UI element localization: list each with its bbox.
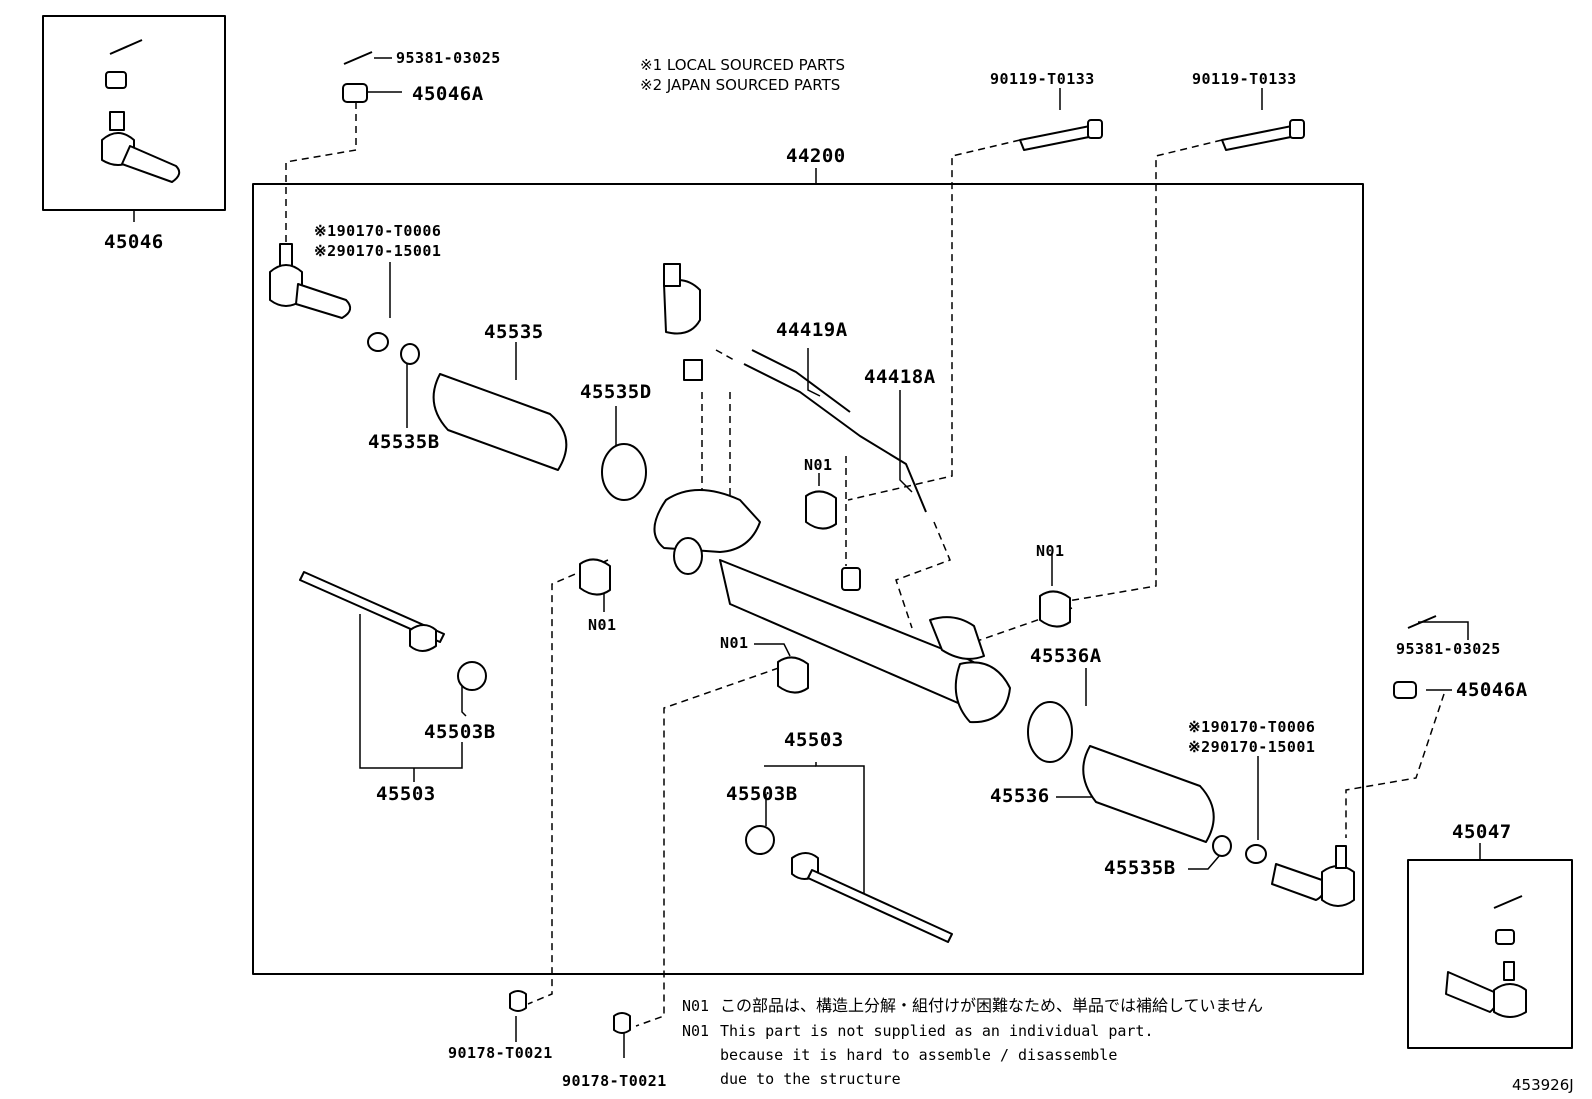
label-bracket-bolt-2[interactable]: 90178-T0021	[562, 1072, 667, 1090]
label-rod-right-washer[interactable]: 45503B	[726, 783, 798, 805]
label-rod-left[interactable]: 45503	[376, 783, 436, 805]
footnote-en-line1: This part is not supplied as an individu…	[720, 1022, 1154, 1040]
label-bolt-1[interactable]: 90119-T0133	[990, 70, 1095, 88]
label-rod-right[interactable]: 45503	[784, 729, 844, 751]
label-tie-end-right-box[interactable]: 45047	[1452, 821, 1512, 843]
diagram-code: 453926J	[1512, 1076, 1574, 1094]
label-n01-right[interactable]: N01	[1036, 542, 1065, 560]
label-band-left[interactable]: 45535D	[580, 381, 652, 403]
label-band-right[interactable]: 45536A	[1030, 645, 1102, 667]
label-cotter-pin-right[interactable]: 95381-03025	[1396, 640, 1501, 658]
label-clamp-left[interactable]: 45535B	[368, 431, 440, 453]
note-japan-sourced: ※2 JAPAN SOURCED PARTS	[640, 76, 841, 94]
footnote-jp-text: この部品は、構造上分解・組付けが困難なため、単品では補給していません	[720, 996, 1264, 1015]
label-clip-right-1[interactable]: ※190170-T0006	[1188, 718, 1316, 736]
label-assembly[interactable]: 44200	[786, 145, 846, 167]
label-nut-right[interactable]: 45046A	[1456, 679, 1528, 701]
label-clip-right-2[interactable]: ※290170-15001	[1188, 738, 1316, 756]
footnote-en-line3: due to the structure	[720, 1070, 901, 1088]
label-n01-mid[interactable]: N01	[720, 634, 749, 652]
label-clamp-right[interactable]: 45535B	[1104, 857, 1176, 879]
note-local-sourced: ※1 LOCAL SOURCED PARTS	[640, 56, 845, 74]
footnote-en-line2: because it is hard to assemble / disasse…	[720, 1046, 1118, 1064]
label-clip-left-1[interactable]: ※190170-T0006	[314, 222, 442, 240]
label-n01-left[interactable]: N01	[588, 616, 617, 634]
inset-box-45046	[42, 15, 226, 211]
label-boot-left[interactable]: 45535	[484, 321, 544, 343]
footnote-jp-code: N01	[682, 997, 710, 1015]
label-tube-a[interactable]: 44419A	[776, 319, 848, 341]
label-bracket-bolt-1[interactable]: 90178-T0021	[448, 1044, 553, 1062]
label-rod-left-washer[interactable]: 45503B	[424, 721, 496, 743]
label-tie-end-left-box[interactable]: 45046	[104, 231, 164, 253]
assembly-frame	[252, 183, 1364, 975]
label-cotter-pin-top[interactable]: 95381-03025	[396, 49, 501, 67]
footnote-en-code: N01	[682, 1022, 710, 1040]
inset-box-45047	[1407, 859, 1573, 1049]
label-clip-left-2[interactable]: ※290170-15001	[314, 242, 442, 260]
label-boot-right[interactable]: 45536	[990, 785, 1050, 807]
label-n01-top[interactable]: N01	[804, 456, 833, 474]
label-tube-b[interactable]: 44418A	[864, 366, 936, 388]
label-bolt-2[interactable]: 90119-T0133	[1192, 70, 1297, 88]
label-nut-top[interactable]: 45046A	[412, 83, 484, 105]
